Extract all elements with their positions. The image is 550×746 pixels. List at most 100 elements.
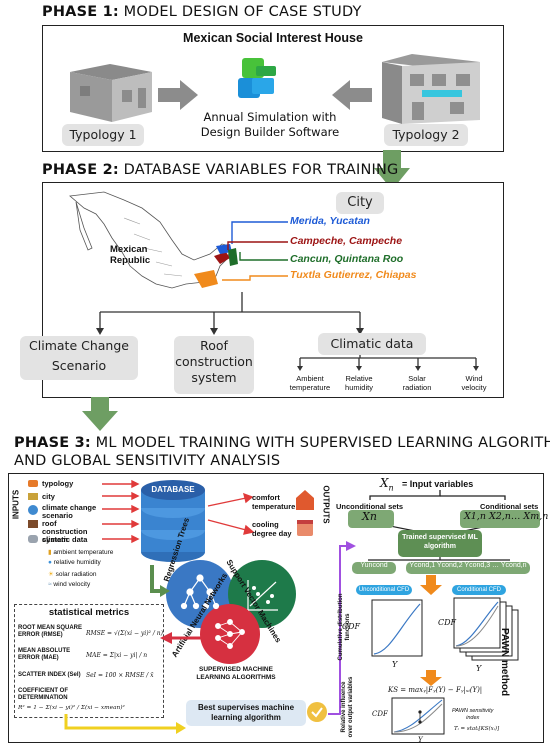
globe-icon [28,505,38,515]
climatic-var-ambient: Ambient temperature [282,374,338,392]
unconditional-xn: Xn [362,510,377,523]
cumulative-distribution-label: Cumulative distribution functions [338,593,351,661]
climatic-var-ambient-l2: temperature [289,382,331,392]
pawn-input-variables: = Input variables [402,479,474,489]
phase3-title-line2: AND GLOBAL SENSITIVITY ANALYSIS [14,453,281,469]
arrow-down-orange-icon [420,575,442,595]
trained-line1: Trained supervised ML [402,534,478,541]
supervised-ml-label: SUPERVISED MACHINE LEARNING ALGORITHMS [196,666,276,682]
climatic-var-wind-l1: Wind [465,374,483,383]
output-comfort: comfort temperature [252,493,295,511]
cloud-icon [28,535,38,543]
conditional-set-box [460,510,540,528]
y-axis-ks: Y [418,736,423,744]
metric-mae-name: MEAN ABSOLUTE ERROR (MAE) [18,648,71,661]
pawn-xn-x: X [380,476,389,490]
climatic-sub-solar: ☀ solar radiation [48,570,96,578]
house-typology-2-illustration [382,54,480,124]
roof-line2: construction [175,354,253,369]
pawn-index-line2: index [466,715,480,721]
arrow-down-icon [374,150,410,190]
mexico-map-illustration [69,191,238,289]
unconditional-sets-label: Unconditional sets [336,502,404,511]
best-algorithm-box [186,700,306,726]
climatic-var-solar-l1: Solar [408,374,426,383]
cdf-axis-ks: CDF [372,710,388,718]
annual-simulation-text: Annual Simulation with Design Builder So… [165,110,375,140]
cdf-axis-left: CDF [342,622,361,631]
output-icons [296,490,314,536]
climatic-sub-humidity-text: relative humidity [53,559,101,566]
city-icon [28,493,38,500]
city-campeche: Campeche, Campeche [290,235,403,247]
input-roof: roof construction system [42,519,88,544]
metrics-to-best-arrow [64,714,186,734]
database-icon [141,480,205,562]
climatic-sub-humidity: ● relative humidity [48,559,101,566]
city-tuxtla: Tuxtla Gutierrez, Chiapas [290,269,417,281]
house-typology-1-illustration [70,64,152,122]
input-arrows [102,479,140,544]
roof-line1: Roof [200,338,228,353]
input-climatic-data: climatic data [42,535,88,544]
output-cooling-l1: cooling [252,520,279,529]
cdf-plots [371,597,519,661]
city-merida: Merida, Yucatan [290,215,370,227]
droplet-icon: ● [48,559,54,566]
climatic-var-ambient-l1: Ambient [296,374,324,383]
climatic-var-solar: Solar radiation [394,374,440,392]
trained-line2: algorithm [424,543,456,550]
y-uncond-pill: Yuncond [352,562,396,574]
conditional-xn: X1,n X2,n… Xm,n [464,511,549,522]
sun-icon: ☀ [48,571,56,578]
climatic-var-solar-l2: radiation [402,382,432,392]
ml-to-metrics-arrow [160,632,204,644]
badge-check-icon [307,702,327,722]
climatic-sub-temperature: ▮ ambient temperature [48,548,113,556]
climatic-data-label: Climatic data [318,333,426,355]
metric-mae-eq: MAE = Σ|xi − yi| / n [86,652,148,659]
ml-algorithms-circles [166,560,296,664]
house-icon [28,480,38,487]
inputs-label: INPUTS [11,489,21,520]
ks-equation: KS = maxᵧ|Fᵧ(Y) − Fᵧ|ₓᵢ(Y)| [388,686,483,694]
output-comfort-l1: comfort [252,493,280,502]
city-cancun: Cancun, Quintana Roo [290,253,404,265]
annual-simulation-line2: Design Builder Software [200,125,340,139]
y-axis-right: Y [476,664,482,673]
input-typology: typology [42,479,74,488]
y-cond-pill: Ycond,1 Ycond,2 Ycond,3 … Ycond,n [406,562,530,574]
arrow-left-icon [332,80,372,110]
roof-icon [28,520,38,528]
metric-rmse-eq: RMSE = √(Σ(xi − yi)² / n) [86,630,163,637]
ks-plot [391,697,445,735]
climatic-var-humidity-l2: humidity [345,382,373,392]
climatic-sub-wind: ≈ wind velocity [48,581,90,588]
phase3-title-line1: ML MODEL TRAINING WITH SUPERVISED LEARNI… [90,435,550,451]
city-label: City [336,192,384,214]
y-axis-left: Y [392,660,398,669]
conditional-sets-label: Conditional sets [480,502,539,511]
climatic-sub-temperature-text: ambient temperature [53,549,114,556]
phase1-title-bold: PHASE 1: [42,4,119,20]
climate-change-line2: Scenario [51,358,107,373]
relative-influence-label: Relative influence over output variables [341,676,354,738]
climatic-sub-solar-text: solar radiation [55,571,97,578]
phase2-title-bold: PHASE 2: [42,162,119,178]
pawn-index-line1: PAWN sensitivity [452,708,494,714]
statistical-metrics-title: statistical metrics [48,607,130,618]
input-climate-change: climate change scenario [42,503,97,520]
unconditional-cfd-pill: Unconditional CFD [356,585,412,595]
climatic-var-humidity: Relative humidity [334,374,384,392]
phase3-title-bold: PHASE 3: [14,435,91,451]
outputs-label: OUTPUTS [321,485,331,524]
phase1-title-rest: MODEL DESIGN OF CASE STUDY [118,4,362,20]
map-label-line1: Mexican [110,244,148,255]
metric-sei-eq: SeI = 100 × RMSE / x̄ [86,672,154,679]
roof-line3: system [191,370,237,385]
mexican-republic-label: Mexican Republic [110,244,150,266]
best-line2: learning algorithm [211,713,281,722]
database-label: DATABASE [151,485,195,494]
pawn-xn-top: Xn [380,476,394,492]
metric-sei-name: SCATTER INDEX (SeI) [18,672,81,678]
